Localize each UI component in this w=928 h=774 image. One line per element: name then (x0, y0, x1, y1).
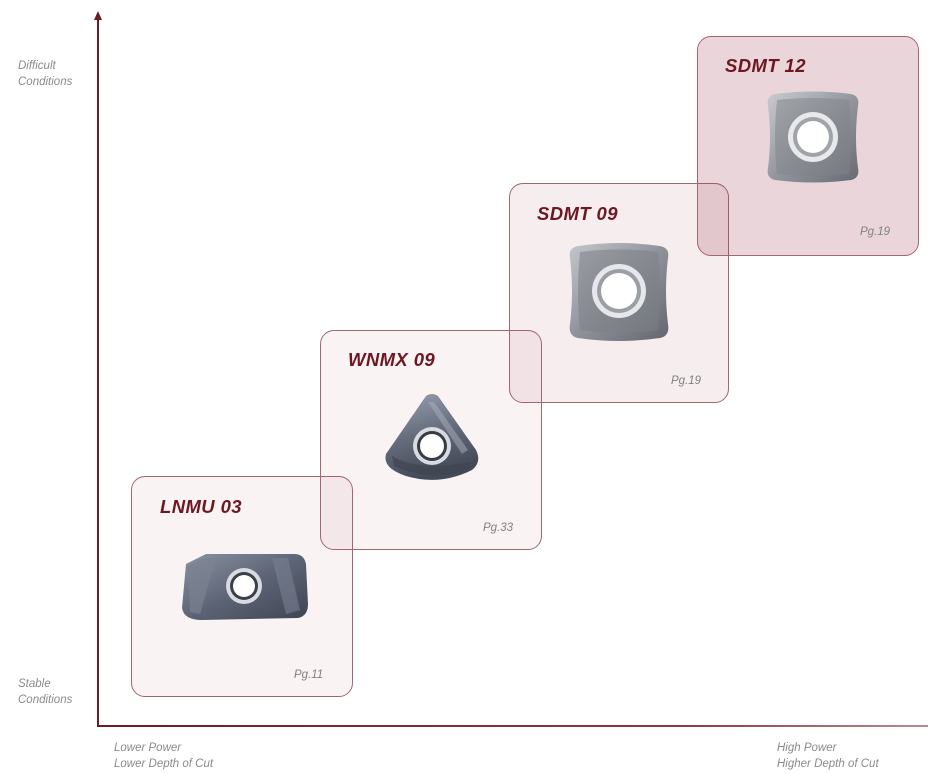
x-axis-right-label-line-2: Higher Depth of Cut (777, 756, 879, 772)
y-axis-top-label-line-2: Conditions (18, 74, 72, 90)
sdmt-09-insert-icon (566, 238, 672, 344)
insert-title: LNMU 03 (160, 496, 242, 518)
y-axis-arrow-icon (94, 11, 102, 20)
lnmu-insert-icon (176, 550, 312, 624)
y-axis-bottom-label-line-2: Conditions (18, 692, 72, 708)
insert-page-ref: Pg.11 (294, 669, 323, 681)
sdmt-12-insert-icon (764, 88, 862, 186)
insert-page-ref: Pg.19 (860, 226, 890, 238)
insert-title: SDMT 12 (725, 55, 806, 77)
x-axis-left-label: Lower Power Lower Depth of Cut (114, 740, 213, 772)
insert-title: WNMX 09 (348, 349, 435, 371)
wnmx-insert-icon (378, 390, 488, 486)
y-axis-top-label: Difficult Conditions (18, 58, 72, 90)
x-axis (97, 725, 928, 727)
y-axis-bottom-label-line-1: Stable (18, 676, 72, 692)
insert-page-ref: Pg.33 (483, 522, 513, 534)
insert-title: SDMT 09 (537, 203, 618, 225)
y-axis (97, 18, 99, 726)
insert-page-ref: Pg.19 (671, 375, 701, 387)
x-axis-left-label-line-2: Lower Depth of Cut (114, 756, 213, 772)
y-axis-top-label-line-1: Difficult (18, 58, 72, 74)
x-axis-right-label: High Power Higher Depth of Cut (777, 740, 879, 772)
x-axis-left-label-line-1: Lower Power (114, 740, 213, 756)
x-axis-right-label-line-1: High Power (777, 740, 879, 756)
y-axis-bottom-label: Stable Conditions (18, 676, 72, 708)
